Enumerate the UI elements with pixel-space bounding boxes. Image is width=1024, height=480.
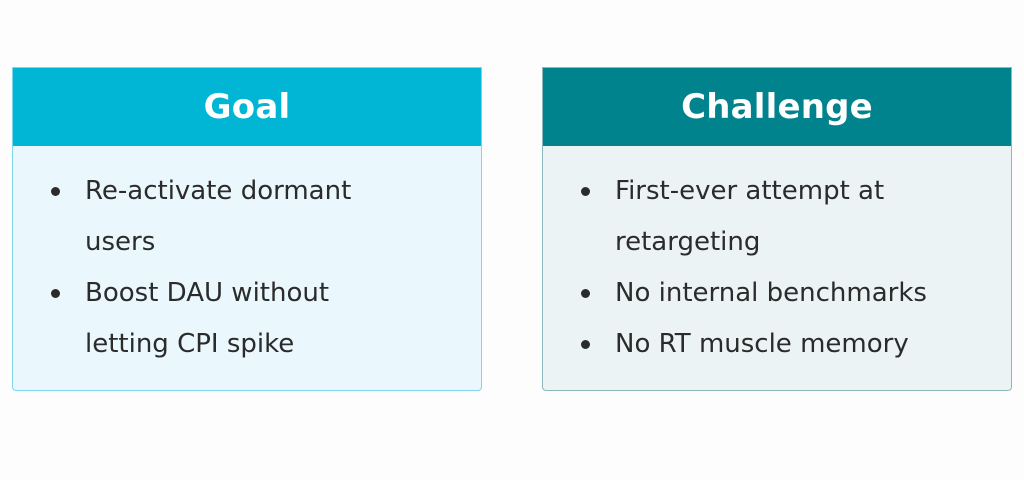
bullet-icon [581,289,590,298]
goal-card-title: Goal [13,68,481,146]
goal-item-text: Boost DAU without letting CPI spike [85,278,330,359]
goal-list-item: Boost DAU without letting CPI spike [13,268,481,370]
bullet-icon [581,340,590,349]
bullet-icon [51,187,60,196]
bullet-icon [51,289,60,298]
goal-list-item: Re-activate dormant users [13,166,481,268]
challenge-list-item: No internal benchmarks [543,268,1011,319]
challenge-card: Challenge First-ever attempt at retarget… [542,67,1012,391]
challenge-list-item: First-ever attempt at retargeting [543,166,1011,268]
challenge-list: First-ever attempt at retargeting No int… [543,146,1011,370]
goal-list: Re-activate dormant users Boost DAU with… [13,146,481,370]
challenge-card-title: Challenge [543,68,1011,146]
challenge-item-text: No internal benchmarks [615,278,927,308]
goal-item-text: Re-activate dormant users [85,176,352,257]
challenge-item-text: First-ever attempt at retargeting [615,176,885,257]
challenge-item-text: No RT muscle memory [615,329,909,359]
goal-card: Goal Re-activate dormant users Boost DAU… [12,67,482,391]
challenge-list-item: No RT muscle memory [543,319,1011,370]
bullet-icon [581,187,590,196]
